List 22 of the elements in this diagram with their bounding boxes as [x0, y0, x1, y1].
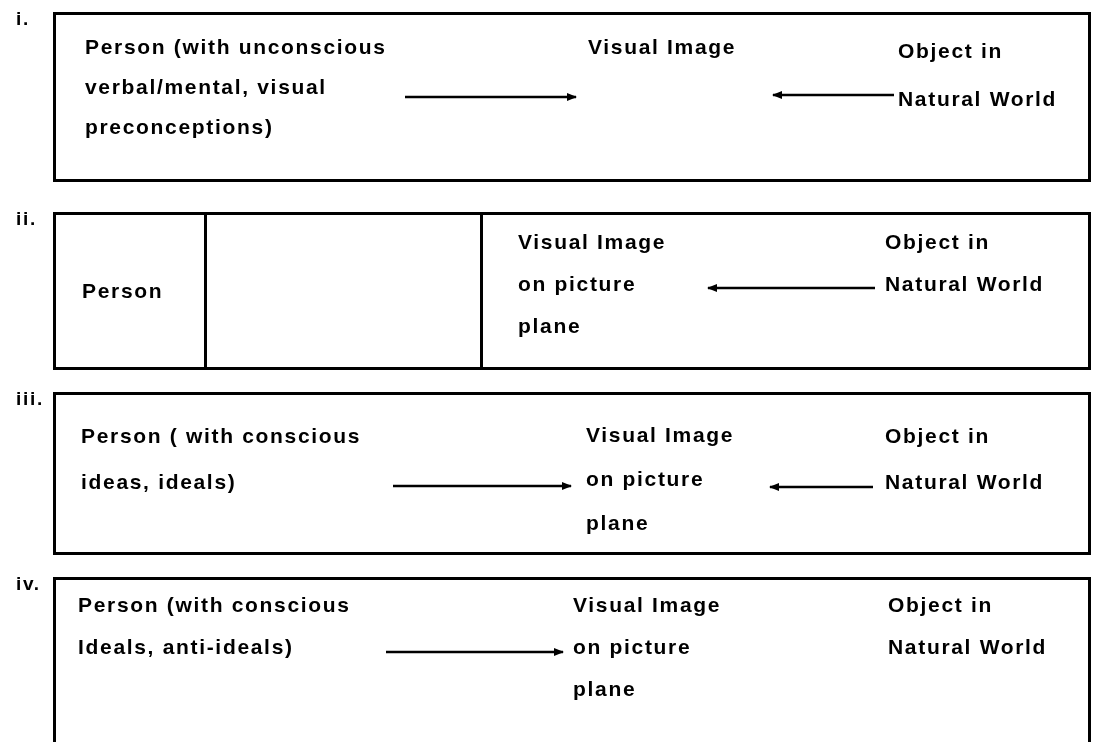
- panel-number: iii.: [16, 387, 44, 411]
- concept-label: Visual Image on picture plane: [573, 592, 723, 702]
- concept-label: Visual Image: [588, 34, 738, 60]
- arrow: [393, 482, 572, 490]
- panel-number: iv.: [16, 572, 41, 596]
- concept-label: Visual Image on picture plane: [586, 422, 736, 536]
- panel-number: i.: [16, 7, 30, 31]
- concept-label: Object in Natural World: [888, 592, 1049, 660]
- concept-label: Object in Natural World: [885, 423, 1046, 495]
- concept-label: Person (with unconscious verbal/mental, visual preconceptions): [85, 34, 388, 140]
- arrow: [707, 284, 875, 292]
- concept-label: Object in Natural World: [885, 229, 1046, 297]
- panel-number: ii.: [16, 207, 37, 231]
- arrow: [772, 91, 894, 99]
- arrow: [769, 483, 873, 491]
- concept-label: Person (with conscious Ideals, anti-ideals): [78, 592, 352, 660]
- arrow: [405, 93, 577, 101]
- concept-label: Object in Natural World: [898, 38, 1059, 112]
- concept-label: Person: [82, 278, 165, 304]
- concept-label: Visual Image on picture plane: [518, 229, 668, 339]
- concept-label: Person ( with conscious ideas, ideals): [81, 423, 363, 495]
- arrow: [386, 648, 564, 656]
